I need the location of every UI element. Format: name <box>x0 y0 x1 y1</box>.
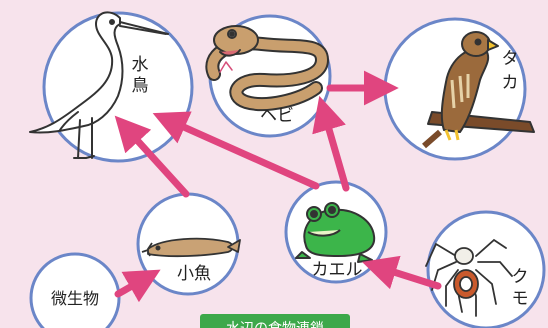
waterbird-label-1: 水 <box>132 55 149 75</box>
micro-node: 微生物 <box>29 252 121 328</box>
hawk-label-1: タ <box>502 49 519 69</box>
hawk-node: タ カ <box>383 17 535 161</box>
waterbird-label-2: 鳥 <box>132 76 149 96</box>
frog-label: カエル <box>312 260 363 280</box>
frog-icon <box>295 202 376 263</box>
loach-node: 小魚 <box>136 192 241 296</box>
micro-label: 微生物 <box>51 289 99 308</box>
frog-node: カエル <box>284 180 388 284</box>
spider-label-2: モ <box>512 289 529 309</box>
arrow-frog-to-bird <box>152 111 320 190</box>
snake-label: ヘビ <box>260 106 294 126</box>
arrow-spider-to-frog <box>361 255 442 290</box>
micro-circle <box>29 252 121 328</box>
footer-banner: 水辺の食物連鎖 <box>200 314 350 328</box>
egret-icon <box>29 11 169 159</box>
loach-fish-icon <box>141 237 241 258</box>
waterbird-node: 水 鳥 <box>29 11 194 163</box>
arrows <box>114 70 442 303</box>
snake-icon <box>205 25 329 112</box>
spider-label-1: ク <box>512 267 529 287</box>
spider-circle <box>426 210 546 328</box>
arrow-loach-to-bird <box>114 115 190 198</box>
spider-icon <box>425 238 513 317</box>
hawk-icon <box>422 31 535 149</box>
spider-node: ク モ <box>425 210 546 328</box>
arrow-micro-to-loach <box>114 269 161 303</box>
loach-label: 小魚 <box>177 264 211 284</box>
arrow-frog-to-snake <box>312 95 350 192</box>
snake-node: ヘビ <box>205 14 332 138</box>
footer-banner-bg <box>200 314 350 328</box>
hawk-label-2: カ <box>502 73 519 93</box>
footer-banner-label: 水辺の食物連鎖 <box>226 320 324 328</box>
